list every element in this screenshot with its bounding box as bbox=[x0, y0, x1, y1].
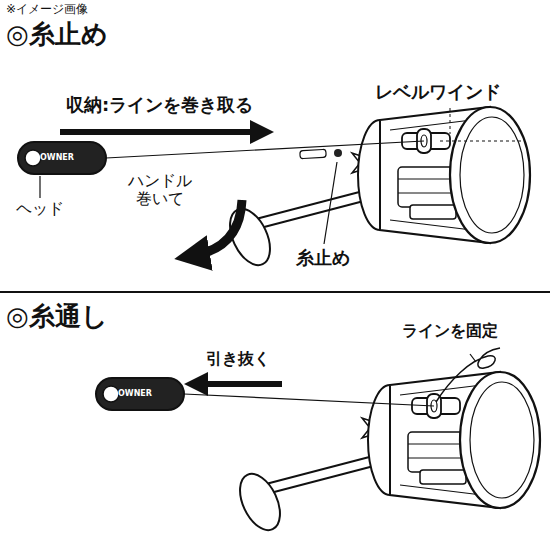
part-name: 糸止め bbox=[296, 248, 350, 269]
logo-text: OWNER bbox=[118, 389, 152, 398]
section-heading: ◎糸通し bbox=[6, 302, 108, 332]
part-name: ヘッド bbox=[16, 200, 64, 218]
action-label: 引き抜く bbox=[206, 350, 270, 368]
action-label: 収納:ラインを巻き取る bbox=[66, 95, 253, 116]
part-name: ラインを固定 bbox=[402, 322, 498, 340]
section-heading: ◎糸止め bbox=[6, 20, 108, 50]
action-label: ハンドル 巻いて bbox=[122, 172, 198, 209]
logo-text: OWNER bbox=[40, 153, 74, 162]
part-name: レベルワインド bbox=[375, 82, 501, 103]
note-text: ※イメージ画像 bbox=[6, 3, 88, 17]
